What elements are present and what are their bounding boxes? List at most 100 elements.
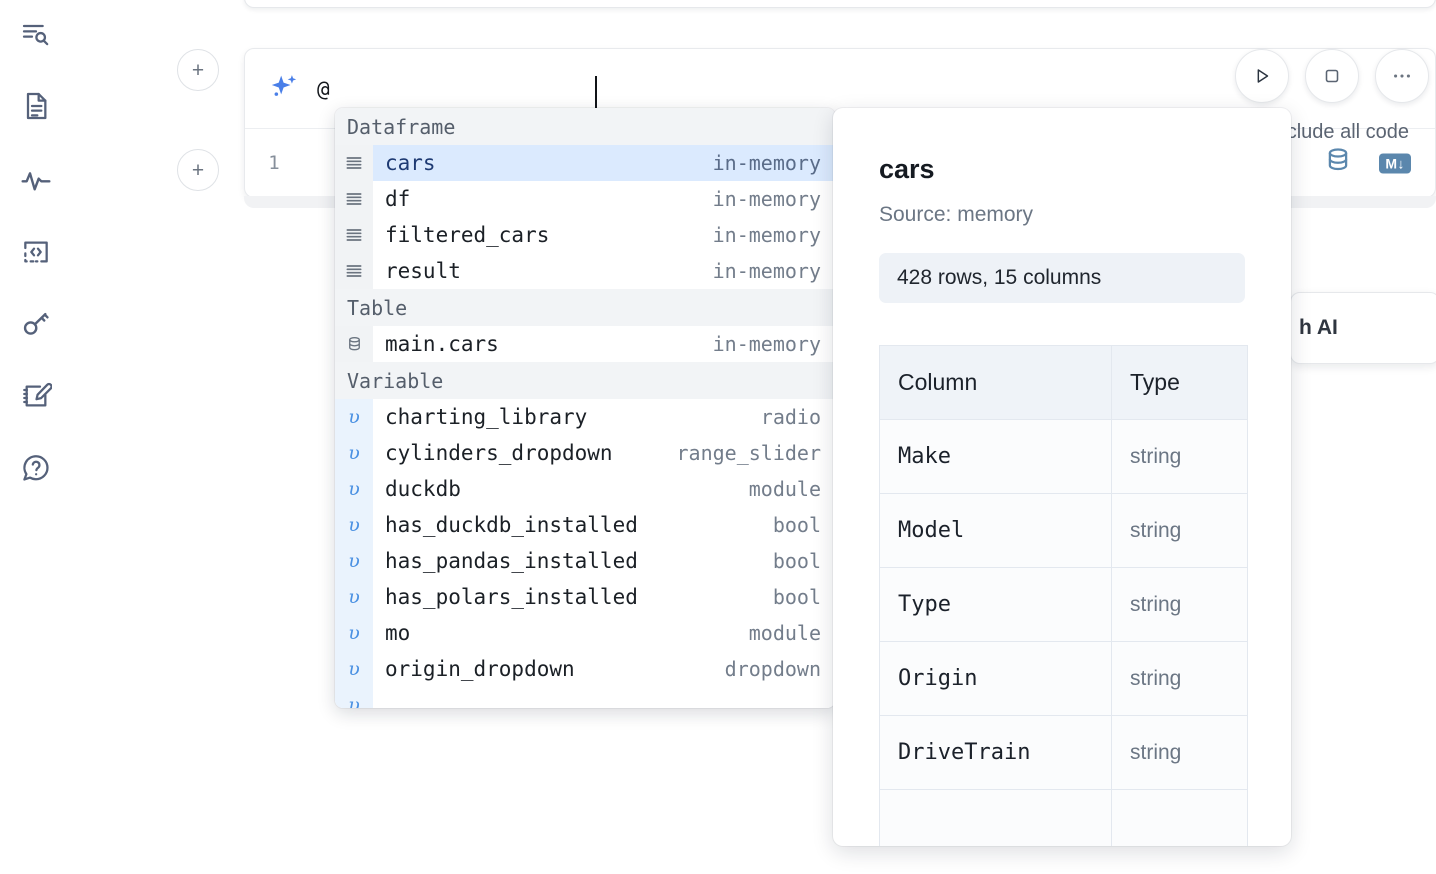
rail-item-snippets[interactable] (14, 230, 58, 274)
autocomplete-item-type: in-memory (712, 187, 821, 211)
completion-details-panel: cars Source: memory 428 rows, 15 columns… (833, 108, 1291, 846)
autocomplete-section-header: Table (335, 289, 835, 326)
key-icon (20, 308, 52, 340)
rail-item-explore[interactable] (14, 12, 58, 56)
autocomplete-item-name: has_polars_installed (385, 585, 638, 609)
autocomplete-item-type: in-memory (712, 151, 821, 175)
variable-icon: υ (335, 651, 373, 687)
add-cell-button-above[interactable]: + (177, 49, 219, 91)
autocomplete-item-name: filtered_cars (385, 223, 550, 247)
variable-icon: υ (335, 615, 373, 651)
run-cell-button[interactable] (1235, 49, 1289, 103)
table-rows-icon (335, 145, 373, 181)
variable-icon: υ (335, 543, 373, 579)
autocomplete-item-type: dropdown (724, 657, 821, 681)
details-title: cars (879, 154, 935, 184)
schema-column-name: Origin (879, 641, 1112, 716)
variable-icon: υ (335, 435, 373, 471)
sidebar-rail (0, 0, 72, 874)
line-number: 1 (268, 152, 280, 174)
ai-actions (1167, 41, 1435, 137)
schema-column-type: string (1111, 641, 1248, 716)
schema-column-type: string (1111, 567, 1248, 642)
plus-icon: + (191, 58, 205, 82)
autocomplete-item-type: range_slider (676, 441, 822, 465)
autocomplete-item-type: module (748, 621, 821, 645)
autocomplete-item[interactable]: υ (335, 687, 835, 708)
schema-column-name: Model (879, 493, 1112, 568)
autocomplete-item-type: in-memory (712, 332, 821, 356)
autocomplete-item-type: module (748, 477, 821, 501)
generate-with-ai-button[interactable]: h AI (1290, 292, 1436, 364)
autocomplete-item[interactable]: υ origin_dropdown dropdown (335, 651, 835, 687)
autocomplete-item-name: mo (385, 621, 411, 645)
autocomplete-item-name: result (385, 259, 461, 283)
schema-column-name (879, 789, 1112, 846)
sparkles-icon (267, 72, 301, 106)
plus-icon: + (191, 158, 205, 182)
autocomplete-item[interactable]: result in-memory (335, 253, 835, 289)
add-cell-button-below[interactable]: + (177, 149, 219, 191)
autocomplete-item[interactable]: υ cylinders_dropdown range_slider (335, 435, 835, 471)
autocomplete-item-name: charting_library (385, 405, 588, 429)
autocomplete-item-name: cylinders_dropdown (385, 441, 613, 465)
variable-icon: υ (335, 471, 373, 507)
more-actions-button[interactable] (1375, 49, 1429, 103)
rail-item-secrets[interactable] (14, 302, 58, 346)
rail-item-help[interactable] (14, 446, 58, 490)
variable-icon: υ (335, 399, 373, 435)
rail-item-scratchpad[interactable] (14, 374, 58, 418)
autocomplete-item-type: in-memory (712, 259, 821, 283)
autocomplete-section-header: Dataframe (335, 108, 835, 145)
column-header-type: Type (1111, 345, 1248, 420)
variable-icon: υ (335, 579, 373, 615)
notepad-edit-icon (20, 380, 52, 412)
autocomplete-item[interactable]: filtered_cars in-memory (335, 217, 835, 253)
autocomplete-item-name: has_pandas_installed (385, 549, 638, 573)
code-snippet-icon (20, 236, 52, 268)
autocomplete-item-type: bool (772, 513, 821, 537)
database-icon (335, 326, 373, 362)
schema-column-type: string (1111, 493, 1248, 568)
cell-tools: M↓ (1323, 146, 1411, 181)
autocomplete-section-header: Variable (335, 362, 835, 399)
markdown-icon[interactable]: M↓ (1379, 153, 1411, 173)
code-editor-row[interactable]: 1 M↓ (245, 129, 1435, 197)
include-all-code-label: Include all code (1270, 120, 1409, 143)
database-icon[interactable] (1323, 146, 1353, 181)
table-row (879, 789, 1248, 846)
schema-column-type (1111, 789, 1248, 846)
autocomplete-item-name: origin_dropdown (385, 657, 575, 681)
column-header-column: Column (879, 345, 1112, 420)
search-outline-icon (20, 18, 52, 50)
previous-cell-card (244, 0, 1436, 8)
ai-prompt-row: Include all code (245, 49, 1435, 145)
schema-column-name: Type (879, 567, 1112, 642)
rail-item-notebook[interactable] (14, 84, 58, 128)
generate-with-ai-label: h AI (1299, 316, 1338, 339)
stop-cell-button[interactable] (1305, 49, 1359, 103)
table-rows-icon (335, 217, 373, 253)
autocomplete-item-type: in-memory (712, 223, 821, 247)
variable-icon: υ (335, 507, 373, 543)
activity-icon (20, 164, 52, 196)
schema-column-name: Make (879, 419, 1112, 494)
rail-item-runtime[interactable] (14, 158, 58, 202)
schema-column-type: string (1111, 715, 1248, 790)
schema-column-type: string (1111, 419, 1248, 494)
details-shape-badge: 428 rows, 15 columns (879, 253, 1245, 303)
